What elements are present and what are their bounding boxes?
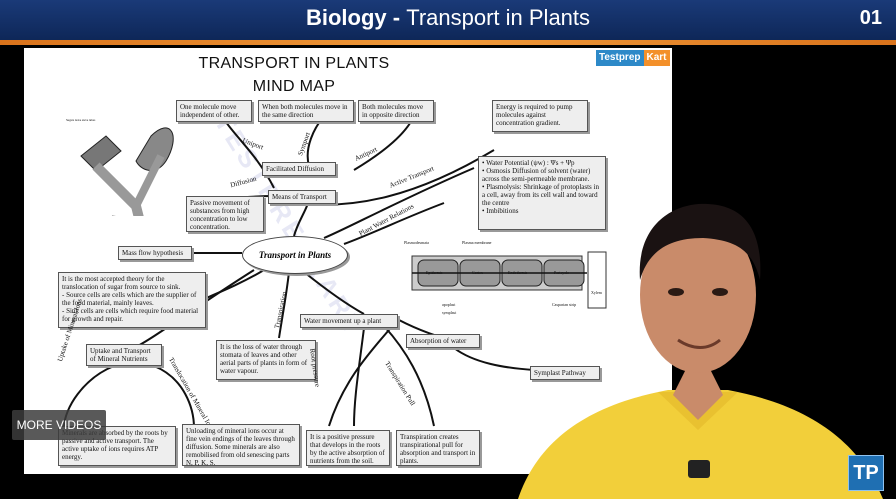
- root-cross-section-diagram: Plasmodesmata Plasma membrane Epidermis …: [402, 238, 610, 320]
- label-symplast: symplast: [442, 310, 457, 315]
- box-unloading: Unloading of mineral ions occur at fine …: [182, 424, 300, 467]
- box-uniport: One molecule move independent of other.: [176, 100, 252, 122]
- slide-number: 01: [859, 7, 882, 29]
- header-accent-stripe: [0, 40, 896, 45]
- label-epidermis: Epidermis: [426, 270, 443, 275]
- box-energy: Energy is required to pump molecules aga…: [492, 100, 588, 132]
- box-means-of-transport: Means of Transport: [268, 190, 336, 204]
- box-passive-movement: Passive movement of substances from high…: [186, 196, 264, 232]
- label-cortex: Cortex: [472, 270, 483, 275]
- root-diagram-shapes: [411, 251, 607, 309]
- presenter-video: [518, 203, 883, 499]
- svg-text:Sugars leave sieve tubes: Sugars leave sieve tubes: [66, 118, 96, 122]
- label-apoplast: apoplast: [442, 302, 456, 307]
- label-plasmodesmata: Plasmodesmata: [404, 240, 429, 245]
- box-absorption-of-water: Absorption of water: [406, 334, 480, 348]
- title-bar: Biology - Transport in Plants 01: [0, 0, 896, 40]
- label-pericycle: Pericycle: [554, 270, 569, 275]
- plant-transport-diagram: Sugars leave sieve tubes: [66, 118, 174, 216]
- box-loss-of-water: It is the loss of water through stomata …: [216, 340, 316, 380]
- label-casparian: Casparian strip: [552, 302, 577, 307]
- box-water-movement: Water movement up a plant: [300, 314, 398, 328]
- box-symport: When both molecules move in the same dir…: [258, 100, 354, 122]
- box-mass-flow: Mass flow hypothesis: [118, 246, 192, 260]
- channel-logo: TP: [848, 455, 884, 491]
- mind-map-title: TRANSPORT IN PLANTS MIND MAP: [198, 55, 390, 95]
- box-minerals-absorbed: Minerals are absorbed by the roots by pa…: [58, 426, 176, 466]
- box-symplast-pathway: Symplast Pathway: [530, 366, 600, 380]
- label-xylem: Xylem: [591, 290, 602, 295]
- more-videos-button[interactable]: MORE VIDEOS: [12, 410, 106, 440]
- box-positive-pressure: It is a positive pressure that develops …: [306, 430, 390, 466]
- box-facilitated-diffusion: Facilitated Diffusion: [262, 162, 336, 176]
- center-node: Transport in Plants: [242, 236, 348, 274]
- box-uptake-transport: Uptake and Transport of Mineral Nutrient…: [86, 344, 162, 366]
- page-title: Biology - Transport in Plants: [305, 5, 591, 30]
- mind-map-slide: TESTPREPKART TRANSPORT IN PLANTS: [24, 48, 672, 474]
- box-transpirational-pull: Transpiration creates transpirational pu…: [396, 430, 480, 466]
- label-endodermis: Endodermis: [508, 270, 528, 275]
- label-plasma-membrane: Plasma membrane: [462, 240, 492, 245]
- box-water-potential: • Water Potential (ψw) : Ψs + Ψp • Osmos…: [478, 156, 606, 230]
- box-antiport: Both molecules move in opposite directio…: [358, 100, 434, 122]
- box-accepted-theory: It is the most accepted theory for the t…: [58, 272, 206, 328]
